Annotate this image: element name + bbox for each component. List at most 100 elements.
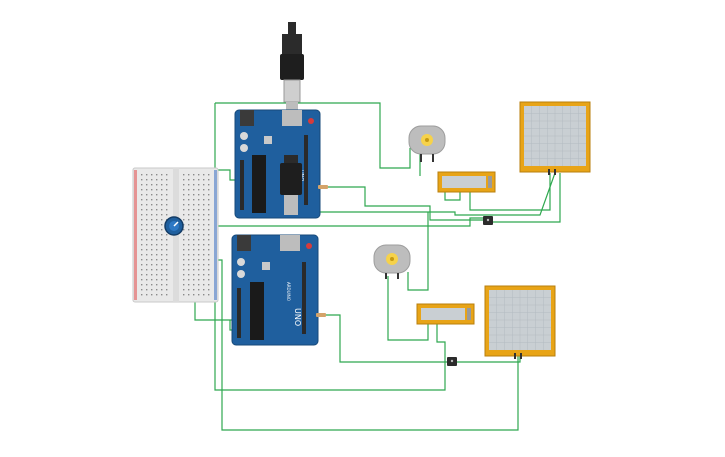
breadboard-hole xyxy=(141,229,143,231)
breadboard-hole xyxy=(161,219,163,221)
breadboard-hole xyxy=(193,234,195,236)
breadboard-hole xyxy=(188,189,190,191)
breadboard-hole xyxy=(183,189,185,191)
breadboard-hole xyxy=(193,189,195,191)
breadboard-hole xyxy=(188,204,190,206)
arduino-top[interactable]: UNO xyxy=(234,109,321,219)
breadboard-hole xyxy=(146,179,148,181)
breadboard-hole xyxy=(146,244,148,246)
breadboard-hole xyxy=(141,234,143,236)
breadboard-hole xyxy=(203,219,205,221)
breadboard-hole xyxy=(183,224,185,226)
breadboard-hole xyxy=(198,259,200,261)
breadboard-hole xyxy=(193,249,195,251)
breadboard-hole xyxy=(151,179,153,181)
breadboard-hole xyxy=(203,189,205,191)
lcd-display-top[interactable] xyxy=(519,101,591,175)
wire-4[interactable] xyxy=(250,172,556,216)
arduino-bottom[interactable]: ARDUINO UNO xyxy=(231,234,319,346)
wire-15[interactable] xyxy=(450,356,521,363)
breadboard-hole xyxy=(198,294,200,296)
resistor-bottom[interactable] xyxy=(316,313,326,317)
breadboard-hole xyxy=(193,174,195,176)
breadboard-hole xyxy=(151,214,153,216)
breadboard-hole xyxy=(188,249,190,251)
wire-6[interactable] xyxy=(469,173,551,211)
wire-17[interactable] xyxy=(407,212,429,291)
breadboard-hole xyxy=(198,209,200,211)
breadboard-hole xyxy=(151,234,153,236)
wire-7[interactable] xyxy=(444,190,461,201)
breadboard-hole xyxy=(198,224,200,226)
breadboard-hole xyxy=(166,249,168,251)
breadboard-hole xyxy=(166,209,168,211)
breadboard-hole xyxy=(156,224,158,226)
breadboard-hole xyxy=(156,194,158,196)
breadboard-hole xyxy=(203,224,205,226)
breadboard-hole xyxy=(183,209,185,211)
breadboard-hole xyxy=(198,269,200,271)
dc-motor-bottom[interactable] xyxy=(373,244,411,279)
breadboard-hole xyxy=(188,174,190,176)
wire-3[interactable] xyxy=(320,186,488,221)
breadboard-hole xyxy=(146,239,148,241)
wire-12[interactable] xyxy=(215,259,519,431)
breadboard-hole xyxy=(188,219,190,221)
breadboard-hole xyxy=(141,224,143,226)
lcd-16x2-bottom[interactable] xyxy=(416,303,475,325)
potentiometer[interactable] xyxy=(164,216,184,236)
dc-motor-top[interactable] xyxy=(408,125,446,162)
breadboard-hole xyxy=(166,274,168,276)
breadboard-hole xyxy=(183,184,185,186)
breadboard-hole xyxy=(156,239,158,241)
breadboard-hole xyxy=(151,259,153,261)
breadboard-hole xyxy=(161,184,163,186)
breadboard-hole xyxy=(156,214,158,216)
resistor-top[interactable] xyxy=(318,185,328,189)
breadboard-hole xyxy=(203,179,205,181)
sensor-bottom[interactable] xyxy=(447,357,457,366)
breadboard-hole xyxy=(151,269,153,271)
breadboard-hole xyxy=(156,269,158,271)
sensor-top[interactable] xyxy=(483,216,493,225)
breadboard-hole xyxy=(203,204,205,206)
breadboard-hole xyxy=(156,254,158,256)
breadboard-hole xyxy=(156,174,158,176)
wire-14[interactable] xyxy=(387,276,429,341)
breadboard-hole xyxy=(156,284,158,286)
breadboard-hole xyxy=(188,264,190,266)
breadboard-hole xyxy=(208,184,210,186)
breadboard-hole xyxy=(188,224,190,226)
wire-16[interactable] xyxy=(436,320,446,362)
lcd-display-bottom[interactable] xyxy=(484,285,556,359)
breadboard-hole xyxy=(151,244,153,246)
lcd-16x2-top[interactable] xyxy=(437,171,496,193)
breadboard-hole xyxy=(151,204,153,206)
wire-13[interactable] xyxy=(315,314,450,363)
breadboard-hole xyxy=(198,239,200,241)
breadboard-hole xyxy=(141,214,143,216)
breadboard-hole xyxy=(188,214,190,216)
breadboard-hole xyxy=(146,284,148,286)
wire-5[interactable] xyxy=(200,217,488,227)
breadboard-hole xyxy=(193,289,195,291)
breadboard-hole xyxy=(166,214,168,216)
breadboard-hole xyxy=(208,254,210,256)
breadboard-hole xyxy=(203,244,205,246)
wire-1[interactable] xyxy=(215,102,411,169)
wire-11[interactable] xyxy=(214,240,446,391)
breadboard-hole xyxy=(146,279,148,281)
usb-plug-top xyxy=(280,22,304,120)
breadboard-hole xyxy=(183,194,185,196)
breadboard-hole xyxy=(193,244,195,246)
breadboard-hole xyxy=(151,239,153,241)
breadboard-hole xyxy=(203,254,205,256)
wire-9[interactable] xyxy=(488,173,561,223)
breadboard-hole xyxy=(156,249,158,251)
breadboard-hole xyxy=(198,204,200,206)
breadboard-hole xyxy=(161,284,163,286)
breadboard-hole xyxy=(193,294,195,296)
breadboard-hole xyxy=(141,179,143,181)
